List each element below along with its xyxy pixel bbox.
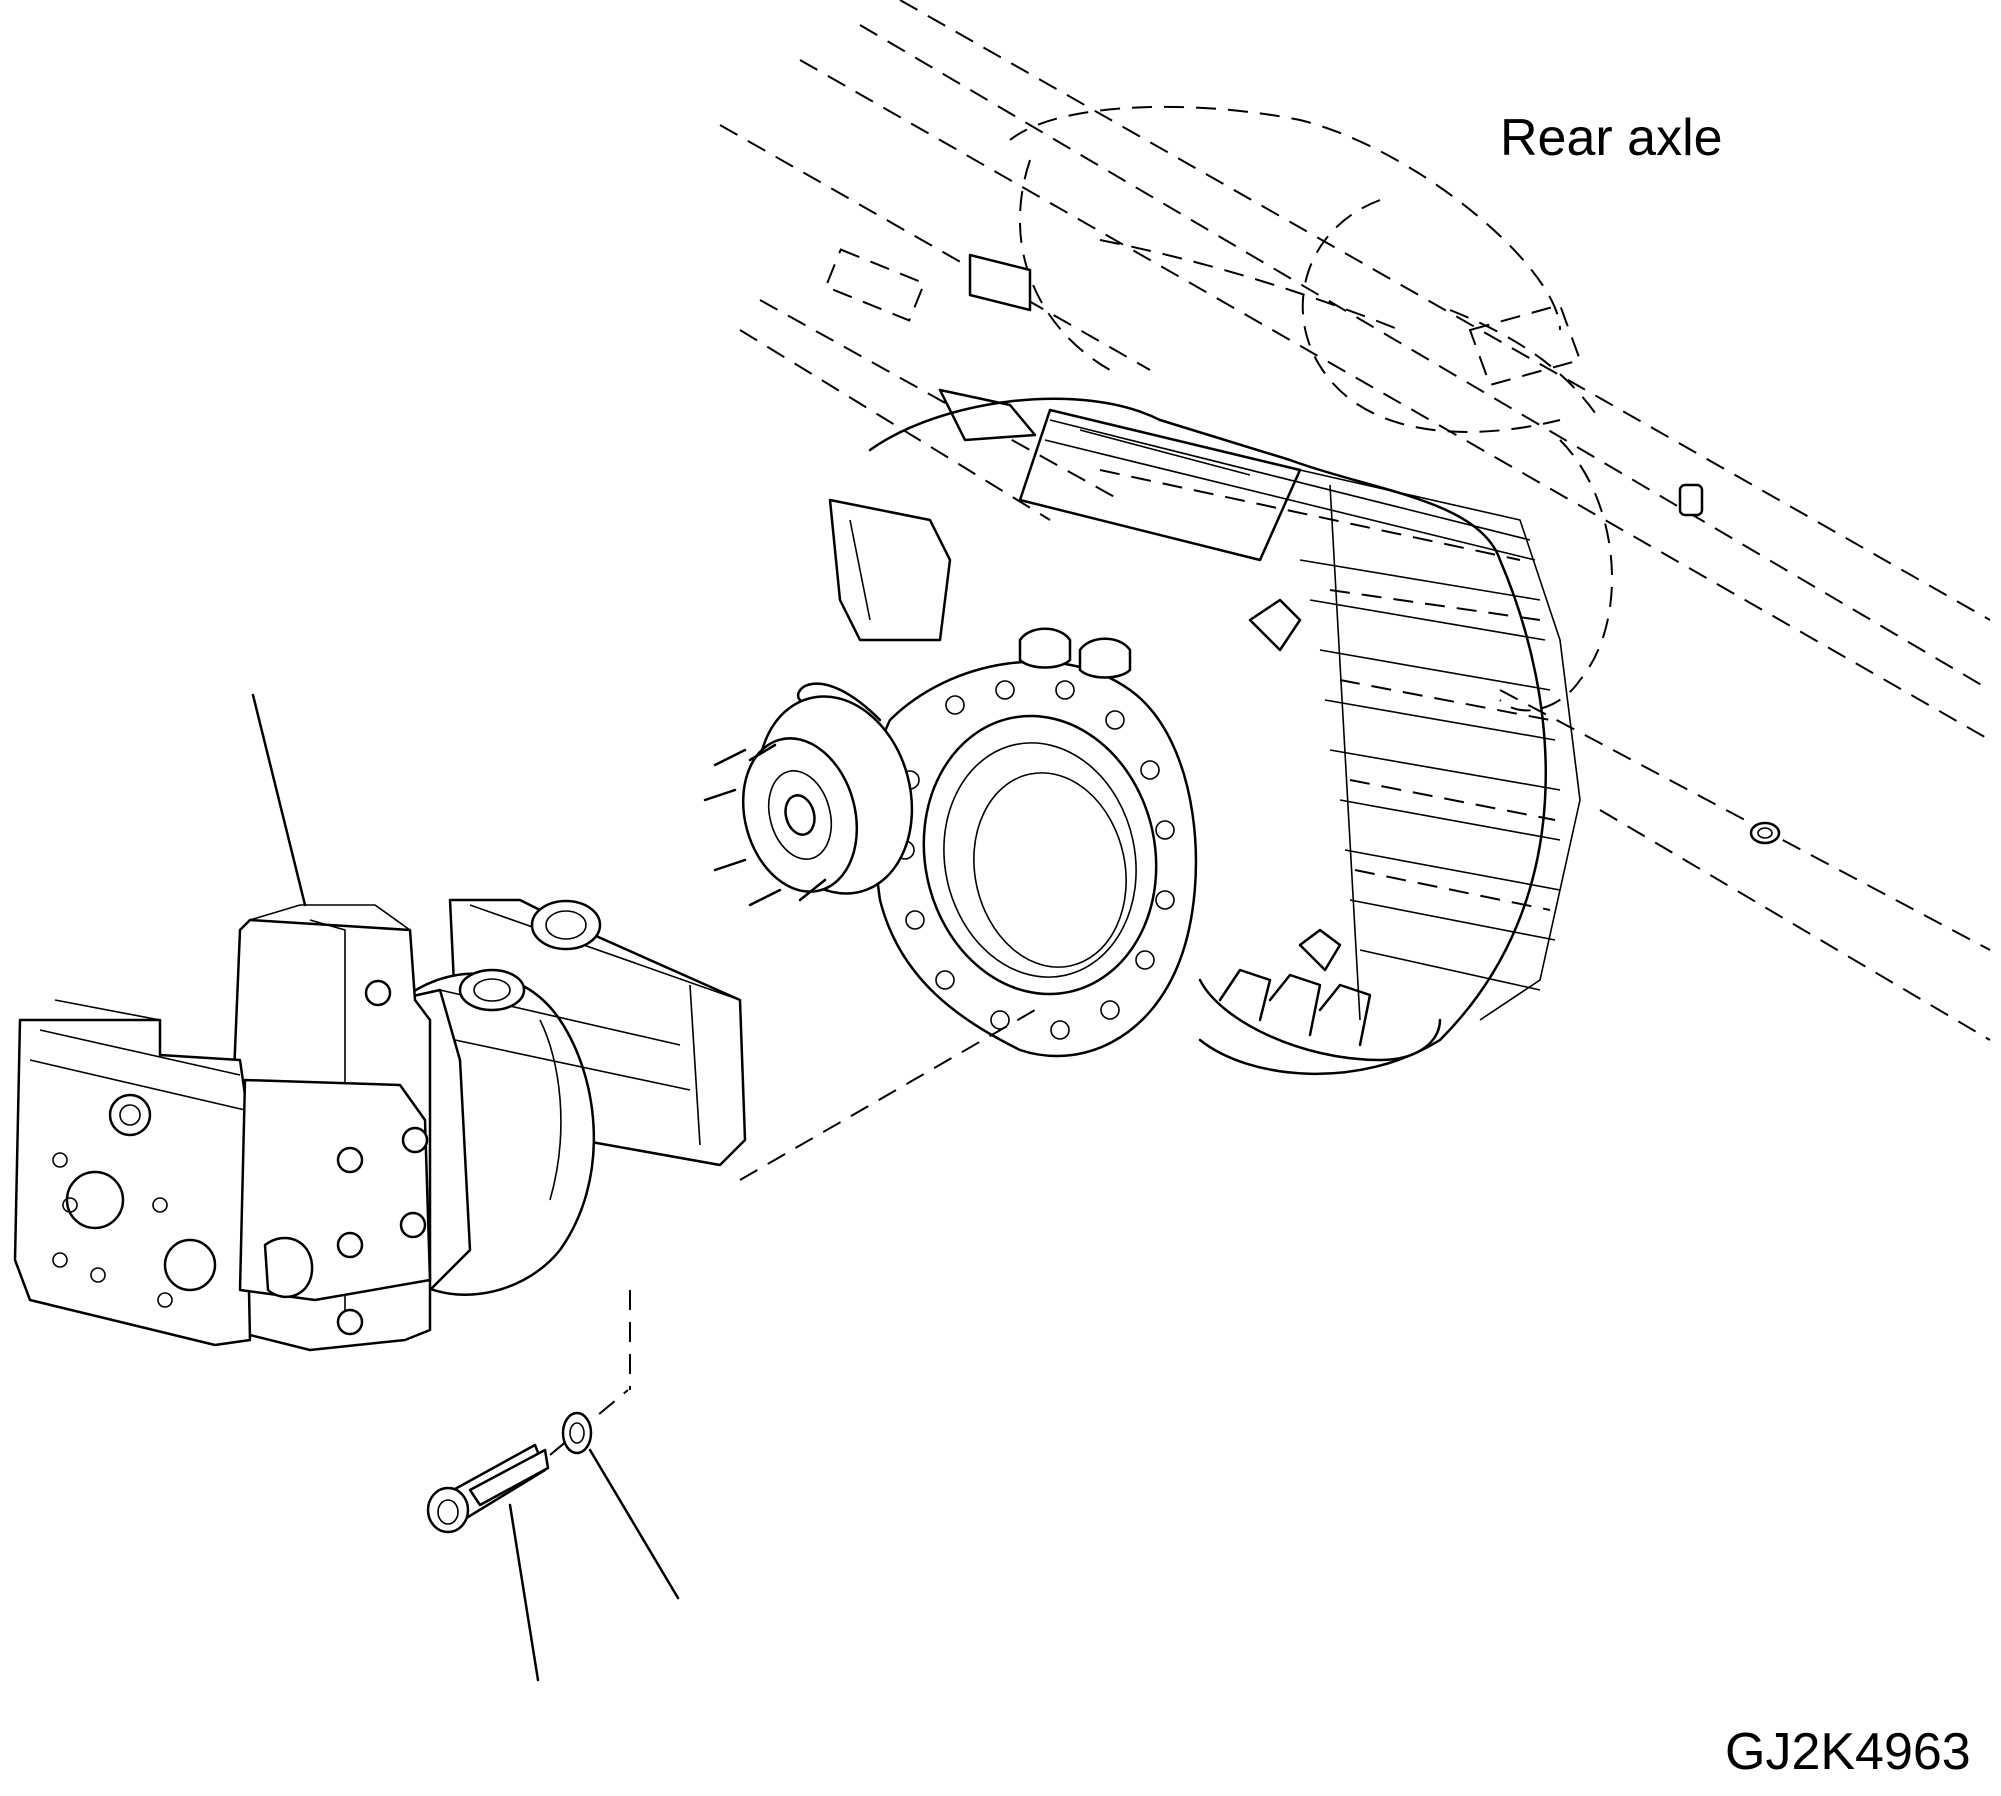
rear-axle-housing	[719, 0, 1991, 1041]
axle-center-housing	[868, 397, 1581, 1076]
travel-motor	[13, 898, 747, 1352]
leader-lines	[251, 693, 680, 1682]
washer	[561, 1411, 593, 1455]
assembly-lines	[629, 1009, 1036, 1390]
figure-code: GJ2K4963	[1725, 1723, 1971, 1781]
rear-axle-label: Rear axle	[1500, 109, 1723, 167]
output-yoke	[703, 498, 952, 907]
mounting-bolt	[426, 1389, 629, 1534]
flange-bolt-holes	[895, 680, 1175, 1040]
yoke-studs	[703, 743, 827, 907]
mounting-flange	[872, 598, 1342, 1058]
cooling-fins	[1044, 419, 1581, 1021]
